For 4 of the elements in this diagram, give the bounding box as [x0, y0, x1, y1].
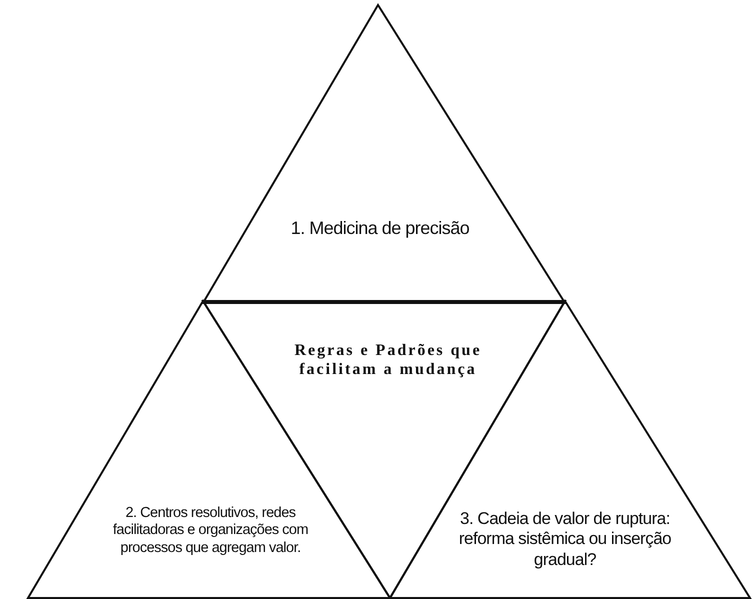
- segment-label: 3. Cadeia de valor de ruptura: reforma sistêmica ou inserção gradual?: [458, 509, 672, 570]
- segment-label: 1. Medicina de precisão: [290, 218, 470, 240]
- segment-label: 2. Centros resolutivos, redes facilitadoras e organizações com processos que agregam valor.: [112, 505, 310, 558]
- segment-label: Regras e Padrões que facilitam a mudança: [293, 341, 483, 380]
